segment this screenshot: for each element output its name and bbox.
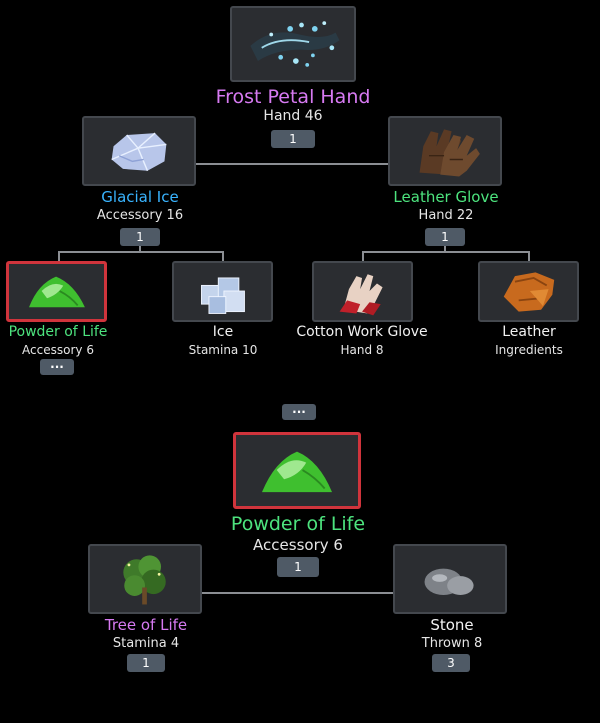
item-slot-frost-petal-hand[interactable]	[230, 6, 356, 82]
item-name: Leather	[502, 324, 556, 340]
powder-of-life-icon	[29, 276, 85, 308]
quantity-badge: 1	[425, 228, 465, 246]
tree-of-life-icon	[123, 555, 166, 605]
leather-glove-icon	[419, 129, 480, 177]
item-name: Stone	[430, 616, 474, 634]
quantity-badge: 3	[432, 654, 470, 672]
connector	[58, 251, 60, 261]
item-slot-glacial-ice[interactable]	[82, 116, 196, 186]
item-category: Accessory 16	[96, 208, 184, 223]
item-name: Powder of Life	[8, 324, 108, 340]
leather-icon	[503, 272, 555, 312]
expand-more-button[interactable]: ···	[40, 359, 74, 375]
connector	[222, 251, 224, 261]
connector	[58, 251, 224, 253]
quantity-badge: 1	[277, 557, 319, 577]
item-name: Cotton Work Glove	[296, 324, 428, 340]
item-category: Hand 22	[418, 208, 474, 223]
connector	[196, 163, 388, 165]
item-slot-leather-glove[interactable]	[388, 116, 502, 186]
item-category: Stamina 4	[112, 636, 180, 651]
connector	[362, 251, 364, 261]
stone-icon	[424, 568, 474, 596]
item-category: Hand 46	[263, 108, 323, 124]
item-slot-cotton-work-glove[interactable]	[312, 261, 413, 322]
item-category: Ingredients	[495, 343, 563, 357]
item-category: Stamina 10	[188, 343, 258, 357]
cotton-work-glove-icon	[339, 274, 383, 316]
item-category: Accessory 6	[22, 343, 94, 357]
connector	[201, 592, 393, 594]
quantity-badge: 1	[271, 130, 315, 148]
glacial-ice-icon	[111, 132, 167, 172]
quantity-badge: 1	[120, 228, 160, 246]
item-slot-stone[interactable]	[393, 544, 507, 614]
item-name: Glacial Ice	[101, 188, 179, 206]
item-slot-ice[interactable]	[172, 261, 273, 322]
item-name: Tree of Life	[104, 616, 188, 634]
ice-cubes-icon	[201, 277, 245, 314]
item-category: Thrown 8	[421, 636, 483, 651]
connector	[362, 251, 530, 253]
item-name: Ice	[212, 324, 234, 340]
expand-parent-button[interactable]: ···	[282, 404, 316, 420]
connector	[444, 243, 446, 252]
item-name: Powder of Life	[230, 513, 366, 535]
item-category: Accessory 6	[253, 536, 343, 554]
connector	[528, 251, 530, 261]
item-category: Hand 8	[340, 343, 384, 357]
connector	[139, 243, 141, 252]
frost-petal-hand-icon	[250, 21, 340, 67]
powder-of-life-icon	[261, 451, 333, 493]
quantity-badge: 1	[127, 654, 165, 672]
item-slot-tree-of-life[interactable]	[88, 544, 202, 614]
item-slot-leather[interactable]	[478, 261, 579, 322]
item-slot-powder-of-life[interactable]	[6, 261, 107, 322]
item-name: Leather Glove	[393, 188, 499, 206]
item-slot-powder-of-life-detail[interactable]	[233, 432, 361, 509]
item-name: Frost Petal Hand	[215, 86, 371, 108]
